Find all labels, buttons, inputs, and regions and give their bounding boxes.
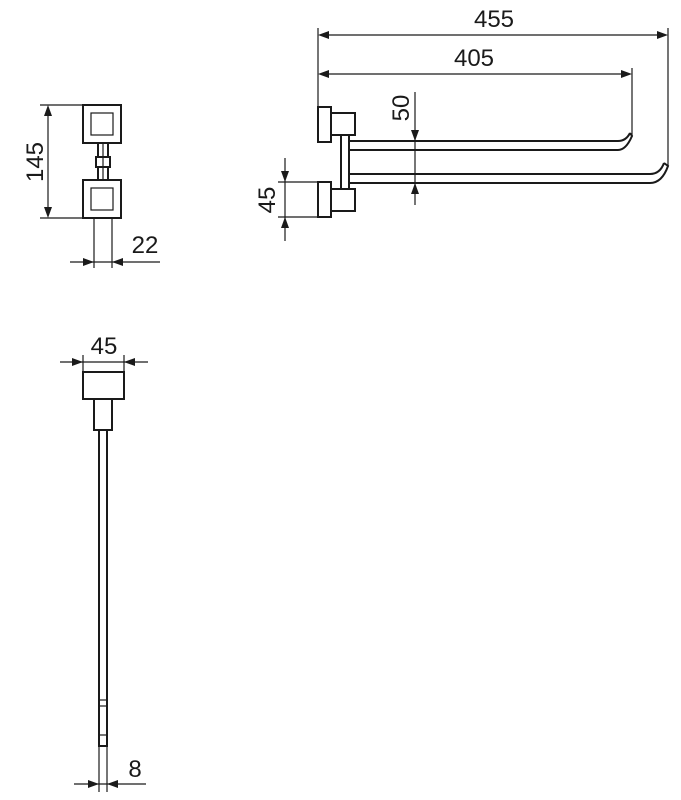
dim-label-455: 455 [474, 6, 514, 33]
front-bottom-block [82, 179, 122, 219]
side-lower-arm-tip [649, 162, 670, 184]
front-bottom-block-inner [90, 187, 114, 211]
top-rod [98, 429, 108, 747]
dim-label-22: 22 [132, 232, 159, 259]
side-top-bracket [317, 106, 332, 143]
side-view: 455 405 50 45 [254, 6, 670, 241]
dim-label-405: 405 [454, 45, 494, 72]
side-bottom-collar [330, 188, 356, 212]
side-top-collar [330, 112, 356, 136]
dim-label-50: 50 [388, 95, 415, 122]
dim-label-45-top: 45 [91, 333, 118, 360]
front-view: 145 22 [22, 104, 160, 268]
dim-label-8: 8 [128, 756, 141, 783]
side-bottom-bracket [317, 181, 332, 218]
front-top-block-inner [90, 112, 114, 136]
dim-label-45-side: 45 [254, 187, 281, 214]
top-collar [93, 398, 113, 431]
top-view: 45 8 [60, 333, 148, 792]
front-top-block [82, 104, 122, 144]
dim-label-145: 145 [22, 142, 49, 182]
side-upper-arm-tip [617, 132, 634, 151]
side-swivel-post [340, 134, 350, 190]
top-bracket [82, 371, 125, 400]
